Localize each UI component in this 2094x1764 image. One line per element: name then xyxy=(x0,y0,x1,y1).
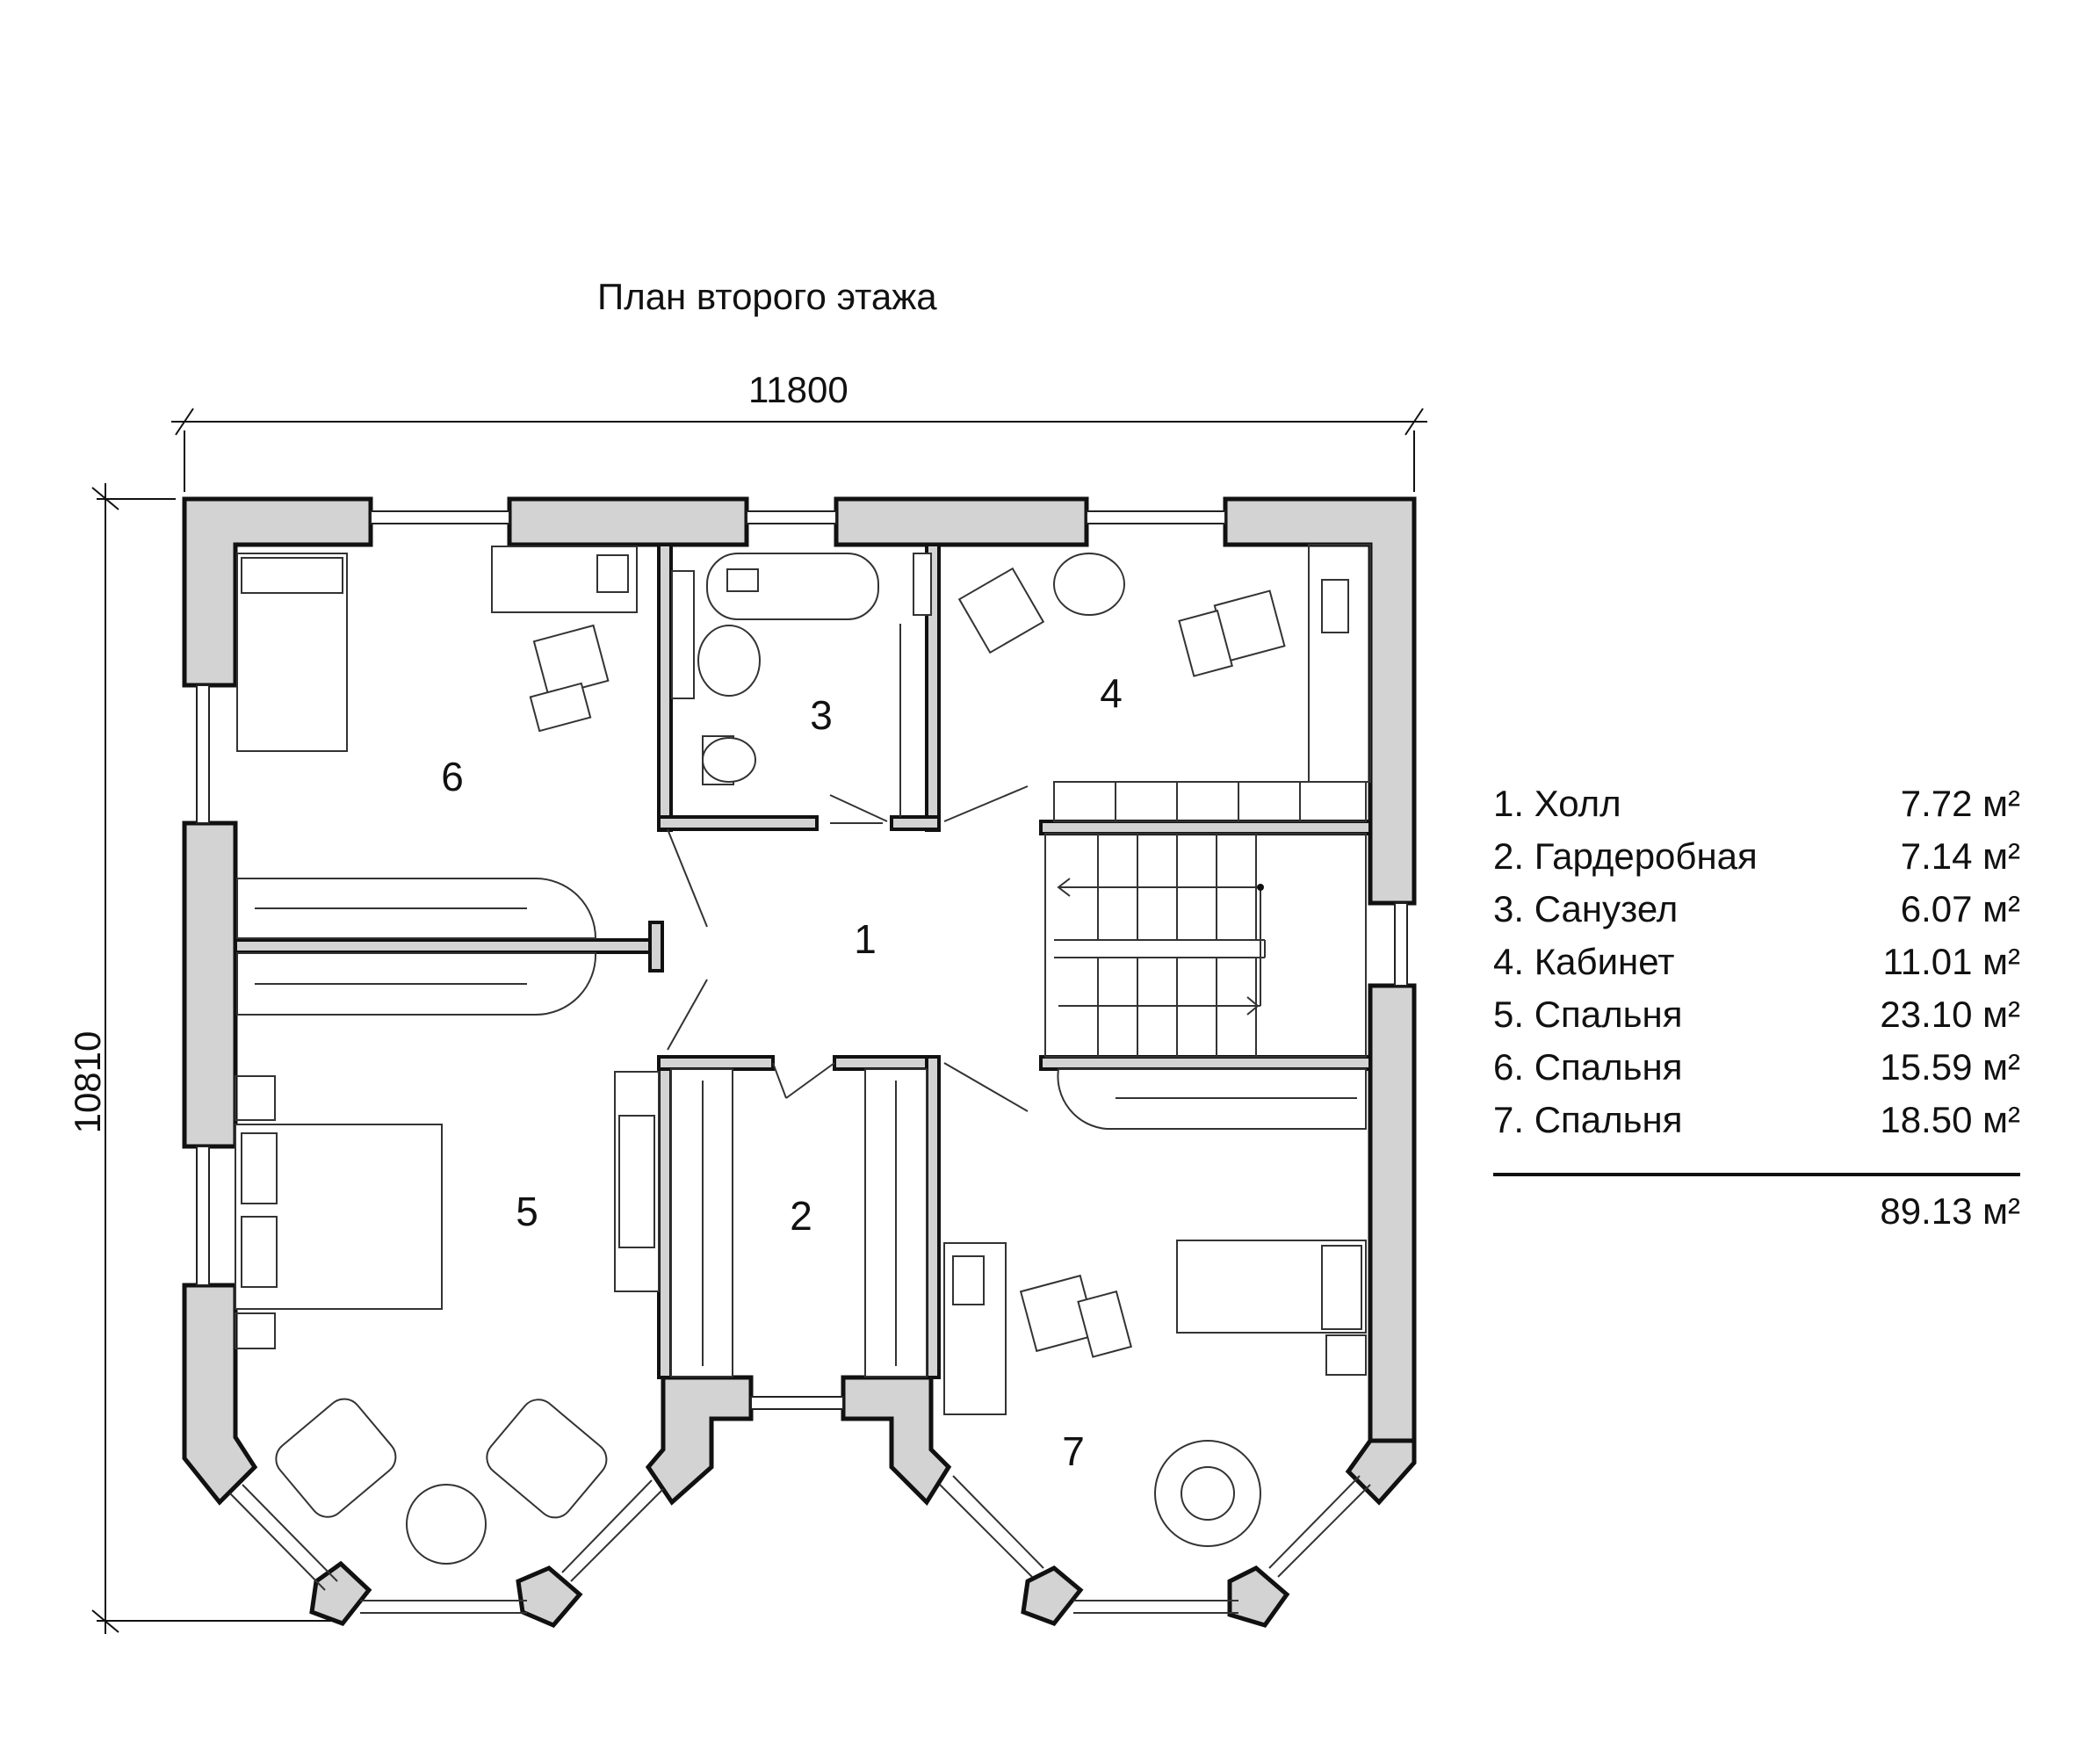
dimension-lines xyxy=(91,408,1427,1634)
legend-label: 2. Гардеробная xyxy=(1493,835,1758,877)
legend-area: 23.10 м² xyxy=(1880,994,2020,1035)
room-number-6: 6 xyxy=(441,754,464,799)
room-number-3: 3 xyxy=(810,692,833,738)
legend-area: 7.72 м² xyxy=(1900,783,2020,824)
plan-title: План второго этажа xyxy=(597,276,937,317)
legend-label: 7. Спальня xyxy=(1493,1099,1683,1140)
room-number-1: 1 xyxy=(854,916,877,962)
room4-furniture xyxy=(957,544,1371,783)
room5-furniture xyxy=(235,1071,660,1565)
legend-label: 6. Спальня xyxy=(1493,1046,1683,1088)
room-number-4: 4 xyxy=(1100,670,1123,716)
legend-row: 7. Спальня 18.50 м² xyxy=(1493,1094,2020,1146)
legend-label: 1. Холл xyxy=(1493,783,1621,824)
room-area-legend: 1. Холл 7.72 м² 2. Гардеробная 7.14 м² 3… xyxy=(1493,777,2020,1238)
room-number-2: 2 xyxy=(790,1193,812,1239)
bathroom-fixtures xyxy=(671,553,932,817)
legend-area: 18.50 м² xyxy=(1880,1099,2020,1140)
legend-row: 4. Кабинет 11.01 м² xyxy=(1493,936,2020,988)
door-swings xyxy=(667,785,1029,1112)
room7-furniture xyxy=(943,1240,1367,1547)
legend-area: 6.07 м² xyxy=(1900,888,2020,929)
legend-label: 3. Санузел xyxy=(1493,888,1679,929)
windows xyxy=(196,510,1408,1614)
legend-row: 1. Холл 7.72 м² xyxy=(1493,777,2020,830)
legend-row: 3. Санузел 6.07 м² xyxy=(1493,883,2020,936)
legend-row: 6. Спальня 15.59 м² xyxy=(1493,1041,2020,1094)
room6-furniture xyxy=(236,546,638,752)
legend-divider xyxy=(1493,1173,2020,1176)
legend-total-area: 89.13 м² xyxy=(1880,1190,2020,1232)
width-dimension-label: 11800 xyxy=(748,369,848,410)
legend-area: 7.14 м² xyxy=(1900,835,2020,877)
room-numbers: 1 2 3 4 5 6 7 xyxy=(441,670,1123,1474)
room-number-7: 7 xyxy=(1062,1428,1085,1474)
legend-area: 11.01 м² xyxy=(1882,941,2020,982)
legend-label: 5. Спальня xyxy=(1493,994,1683,1035)
legend-row: 2. Гардеробная 7.14 м² xyxy=(1493,830,2020,883)
legend-area: 15.59 м² xyxy=(1880,1046,2020,1088)
room-number-5: 5 xyxy=(516,1189,538,1234)
exterior-walls xyxy=(182,496,1417,1629)
wardrobe-cabinets xyxy=(236,878,1367,1377)
staircase xyxy=(1044,781,1367,1058)
legend-row: 5. Спальня 23.10 м² xyxy=(1493,988,2020,1041)
legend-label: 4. Кабинет xyxy=(1493,941,1675,982)
